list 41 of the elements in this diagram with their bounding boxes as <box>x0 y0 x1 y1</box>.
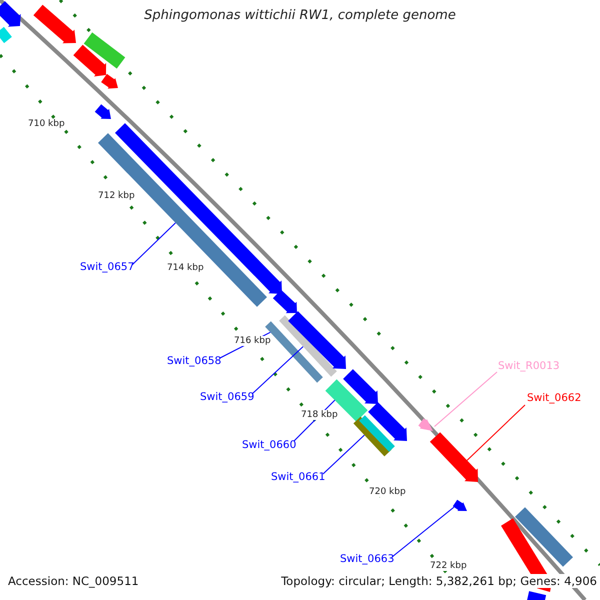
leader-line <box>322 434 365 474</box>
tick-label: 712 kbp <box>98 191 135 201</box>
gene-block <box>515 507 573 567</box>
gene-label: Swit_R0013 <box>498 360 560 372</box>
gene-block <box>33 4 76 44</box>
tick-label: 720 kbp <box>369 487 406 497</box>
gene-block <box>418 418 433 431</box>
gene-label: Swit_0660 <box>242 439 296 451</box>
gene-label: Swit_0662 <box>527 392 582 404</box>
gene-label: Swit_0658 <box>167 355 222 367</box>
gene-label: Swit_0661 <box>271 471 326 483</box>
tick-label: 718 kbp <box>301 410 338 420</box>
leader-line <box>466 404 526 461</box>
gene-label: Swit_0657 <box>80 261 134 273</box>
gene-block <box>101 74 118 89</box>
gene-label: Swit_0659 <box>200 391 254 403</box>
gene-block <box>368 402 407 441</box>
gene-block <box>272 290 297 314</box>
gene-block <box>343 369 378 404</box>
tick-label: 716 kbp <box>234 336 271 346</box>
leader-line <box>252 346 304 394</box>
gene-block <box>288 311 346 369</box>
gene-block <box>0 1 21 27</box>
tick-label: 710 kbp <box>28 119 65 129</box>
info-text: Accession: NC_009511 <box>8 574 139 588</box>
leader-line <box>434 372 498 427</box>
leader-line <box>392 506 454 558</box>
gene-block <box>359 415 395 452</box>
gene-label: Swit_0663 <box>340 553 394 565</box>
tick-label: 722 kbp <box>430 561 467 571</box>
leader-line <box>132 222 176 266</box>
diagram-title: Sphingomonas wittichii RW1, complete genome <box>143 8 457 23</box>
gene-block <box>73 44 106 76</box>
gene-block <box>94 104 111 119</box>
tick-label: 714 kbp <box>167 263 204 273</box>
gene-block <box>84 32 126 69</box>
info-text: Topology: circular; Length: 5,382,261 bp; Genes: 4,906 <box>281 574 597 588</box>
gene-block <box>430 432 478 482</box>
gene-block <box>0 26 12 44</box>
gene-block <box>279 315 337 377</box>
gene-block <box>452 500 467 511</box>
